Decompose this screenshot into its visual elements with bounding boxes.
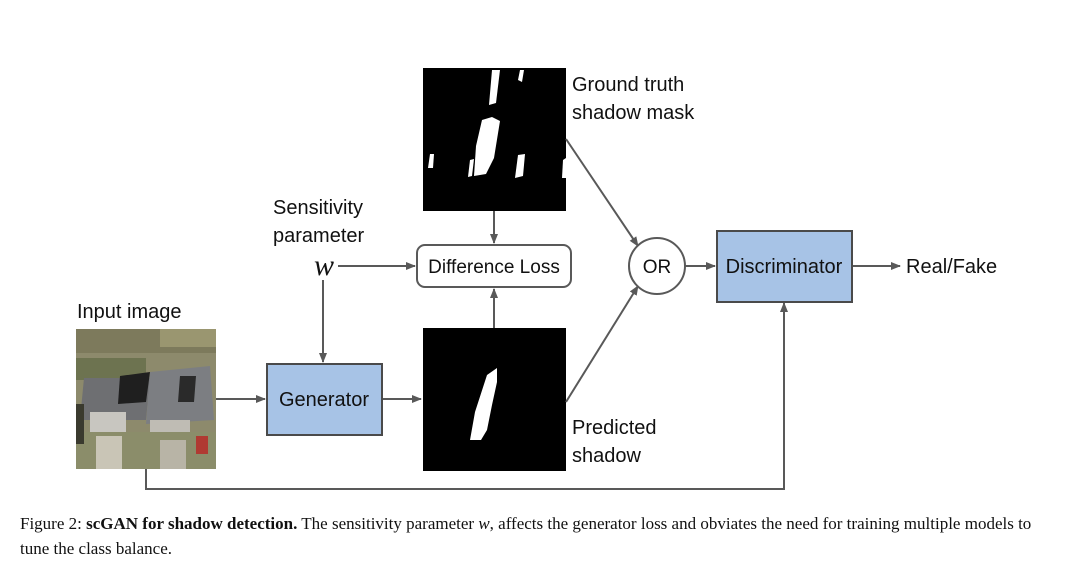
- caption-title: scGAN for shadow detection.: [86, 514, 298, 533]
- generator-node: Generator: [266, 363, 383, 436]
- sensitivity-label-line2: parameter: [273, 225, 364, 247]
- caption-prefix: Figure 2:: [20, 514, 87, 533]
- predicted-label-line2: shadow: [572, 445, 641, 467]
- generator-label: Generator: [279, 389, 369, 411]
- caption-text-after-w: , affects the generator loss and obviate…: [20, 514, 1032, 558]
- caption-text-before-w: The sensitivity parameter: [297, 514, 479, 533]
- real-fake-label: Real/Fake: [906, 256, 997, 278]
- predicted-label-line1: Predicted: [572, 417, 657, 439]
- or-node: OR: [628, 237, 686, 295]
- figure-caption: Figure 2: scGAN for shadow detection. Th…: [20, 511, 1060, 561]
- ground-truth-mask-image: [423, 68, 566, 211]
- discriminator-node: Discriminator: [716, 230, 853, 303]
- predicted-shadow-image: [423, 328, 566, 471]
- arrow-pred-to-or: [565, 285, 639, 403]
- arrow-gt-to-or: [565, 138, 639, 247]
- sensitivity-label-line1: Sensitivity: [273, 197, 363, 219]
- ground-truth-label-line1: Ground truth: [572, 74, 684, 96]
- input-image-label: Input image: [77, 301, 182, 323]
- caption-w-symbol: w: [478, 514, 490, 533]
- scgan-diagram: Difference Loss OR Generator Discriminat…: [76, 68, 997, 490]
- arrow-input-to-discriminator: [145, 302, 788, 490]
- difference-loss-label: Difference Loss: [428, 257, 560, 278]
- or-label: OR: [643, 257, 672, 278]
- w-symbol: w: [314, 249, 334, 282]
- difference-loss-node: Difference Loss: [416, 244, 572, 288]
- discriminator-label: Discriminator: [726, 256, 843, 278]
- input-aerial-image: [76, 329, 216, 469]
- ground-truth-label-line2: shadow mask: [572, 102, 695, 124]
